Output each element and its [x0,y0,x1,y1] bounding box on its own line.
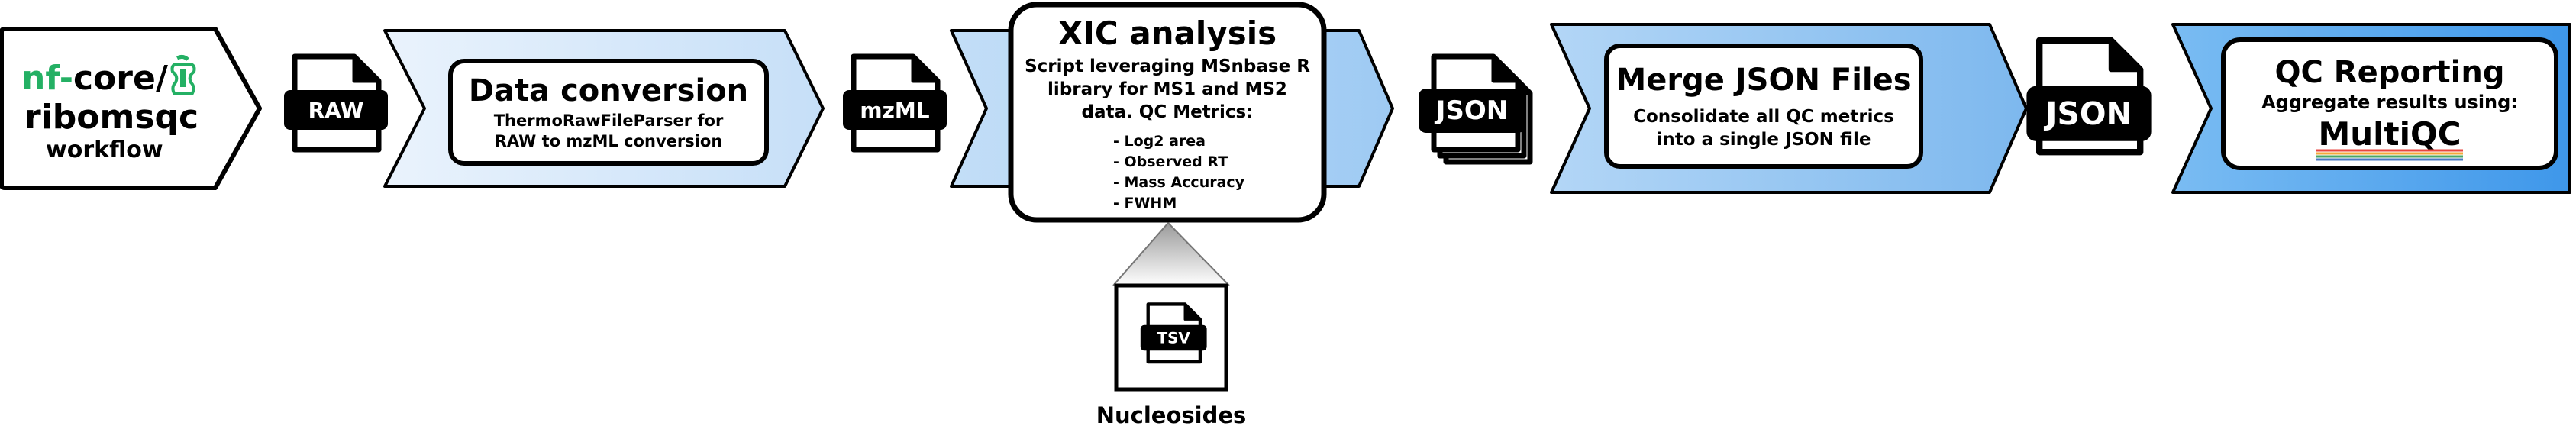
tsv-caption: Nucleosides [1096,402,1247,426]
mzml-file-icon: mzML [843,56,947,150]
json-file-label: JSON [2043,95,2132,132]
xic-analysis-line3: data. QC Metrics: [1082,102,1254,122]
raw-file-label: RAW [308,98,364,123]
apple-core-icon [170,54,196,95]
data-conversion-title: Data conversion [469,73,748,108]
raw-file-icon: RAW [284,56,388,150]
nf-core-logo: nf-core/ [21,59,169,98]
logo-nf: nf- [21,59,73,98]
multiqc-logo-text: MultiQC [2318,115,2461,153]
xic-analysis-line2: library for MS1 and MS2 [1048,79,1287,99]
tsv-file-label: TSV [1157,329,1191,347]
qc-metric-item: - Log2 area [1113,133,1206,150]
qc-metric-item: - Mass Accuracy [1113,174,1245,191]
mzml-file-label: mzML [860,98,929,123]
workflow-name: ribomsqc [24,98,199,137]
workflow-subtitle: workflow [46,137,163,163]
tsv-file-icon: TSV [1140,304,1207,362]
workflow-start-chevron: nf-core/ ribomsqc workflow [0,27,262,190]
qc-reporting-title: QC Reporting [2275,55,2505,90]
merge-json-line1: Consolidate all QC metrics [1633,107,1894,127]
multiqc-logo: MultiQC [2316,115,2463,161]
merge-json-box [1604,44,1923,169]
data-conversion-step: Data conversion ThermoRawFileParser for … [383,29,825,188]
logo-core: core/ [73,59,169,98]
merge-json-line2: into a single JSON file [1657,130,1871,150]
xic-analysis-title: XIC analysis [1058,15,1277,52]
qc-reporting-box [2221,37,2558,170]
tsv-output-callout: TSV Nucleosides [1096,222,1247,426]
qc-metric-item: - FWHM [1113,195,1177,211]
qc-reporting-line1: Aggregate results using: [2261,92,2518,113]
merge-json-step: Merge JSON Files Consolidate all QC metr… [1550,23,2028,194]
data-conversion-line1: ThermoRawFileParser for [494,111,724,130]
xic-analysis-step: XIC analysis Script leveraging MSnbase R… [950,2,1394,223]
xic-analysis-line1: Script leveraging MSnbase R [1025,56,1310,76]
qc-reporting-step: QC Reporting Aggregate results using: Mu… [2171,23,2571,194]
data-conversion-line2: RAW to mzML conversion [495,132,723,150]
json-files-stack-icon: JSON [1419,56,1530,162]
qc-metric-item: - Observed RT [1113,153,1228,170]
xic-analysis-box [1008,2,1327,223]
json-stack-label: JSON [1435,95,1509,126]
data-conversion-box [448,59,769,166]
merge-json-title: Merge JSON Files [1616,63,1911,98]
json-file-icon: JSON [2026,40,2152,152]
